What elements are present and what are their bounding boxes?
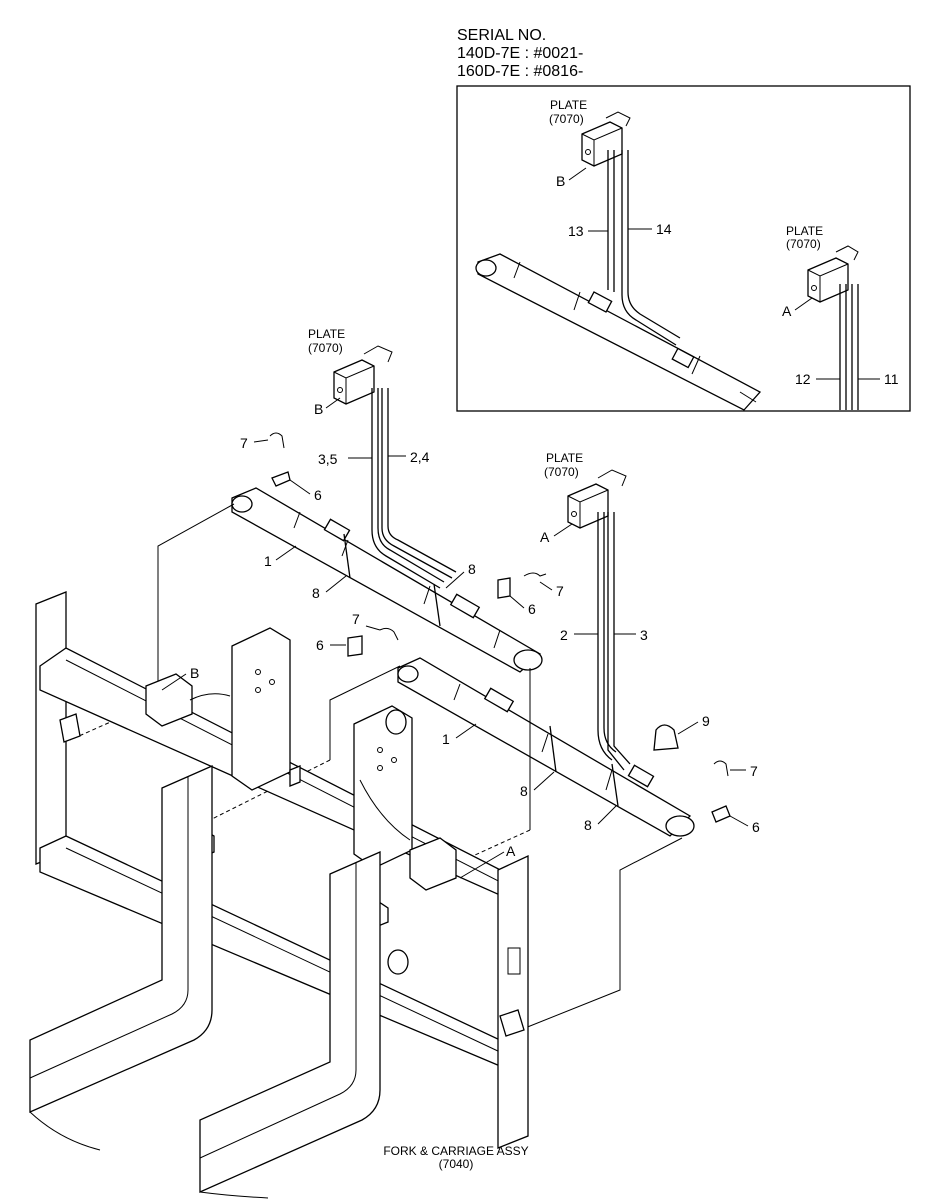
inset-plate-b-code: (7070): [549, 112, 584, 126]
serial-line-2: 160D-7E : #0816-: [457, 63, 583, 80]
callout-7-a: 7: [240, 435, 248, 451]
cotter-pin-7-c: [379, 627, 399, 641]
inset-callout-12: 12: [795, 371, 811, 387]
inset-hose-14: [621, 150, 677, 346]
plate-b: [333, 359, 375, 405]
serial-number-block: SERIAL NO. 140D-7E : #0021- 160D-7E : #0…: [457, 27, 583, 80]
assembly-caption: FORK & CARRIAGE ASSY (7040): [383, 1144, 528, 1171]
callout-8-b: 8: [468, 561, 476, 577]
detail-inset: PLATE (7070) B 13 14 PLATE (7070) A: [456, 85, 911, 412]
inset-callout-a: A: [782, 303, 792, 319]
clamp-8-c: [549, 725, 557, 773]
fork-right: [199, 851, 381, 1194]
inset-plate-b-label: PLATE: [550, 98, 587, 112]
inset-callout-13: 13: [568, 223, 584, 239]
callout-9: 9: [702, 713, 710, 729]
clamp-8-b: [433, 583, 441, 627]
callout-plate-a: A: [540, 529, 550, 545]
plate-a-code: (7070): [544, 465, 579, 479]
serial-title: SERIAL NO.: [457, 27, 546, 44]
inset-plate-a-label: PLATE: [786, 224, 823, 238]
callout-7-d: 7: [750, 763, 758, 779]
fork-carriage-frame: B A: [29, 591, 529, 1199]
fork-bracket-a: [409, 837, 457, 891]
callout-6-b: 6: [528, 601, 536, 617]
caption-line-2: (7040): [439, 1157, 474, 1171]
callout-1-b: 1: [442, 731, 450, 747]
inset-frame: [456, 85, 911, 412]
inset-plate-a-code: (7070): [786, 237, 821, 251]
cotter-pin-7-d: [713, 760, 729, 777]
plate-a-label: PLATE: [546, 451, 583, 465]
callout-fork-a: A: [506, 843, 516, 859]
clevis-pin-6-d: [711, 805, 731, 823]
hose-3-5: [371, 388, 441, 589]
clamp-8-a: [343, 533, 351, 579]
cotter-pin-7-b: [523, 572, 547, 577]
callout-7-b: 7: [556, 583, 564, 599]
callout-2: 2: [560, 627, 568, 643]
callout-6-d: 6: [752, 819, 760, 835]
inset-hose-12: [839, 284, 847, 410]
callout-6-c: 6: [316, 637, 324, 653]
plate-a: [567, 483, 609, 529]
callout-7-c: 7: [352, 611, 360, 627]
caption-line-1: FORK & CARRIAGE ASSY: [383, 1144, 528, 1158]
inset-cylinder: [477, 253, 762, 411]
callout-8-c: 8: [520, 783, 528, 799]
plate-b-label: PLATE: [308, 327, 345, 341]
inset-callout-11: 11: [884, 371, 899, 387]
callout-8-d: 8: [584, 817, 592, 833]
callout-3-5: 3,5: [318, 451, 338, 467]
cotter-pin-7-a: [269, 432, 285, 449]
lower-cylinder-assembly: PLATE (7070) A 2 3 7 6 1 9: [316, 451, 760, 837]
callout-3: 3: [640, 627, 648, 643]
serial-line-1: 140D-7E : #0021-: [457, 45, 583, 62]
inset-callout-b: B: [556, 173, 565, 189]
upper-cylinder-assembly: PLATE (7070) B 3,5 2,4 7 6 1: [231, 327, 564, 673]
back-plate-left: [231, 627, 291, 791]
hose-2: [597, 512, 613, 761]
hose-3: [607, 512, 625, 771]
fork-left: [29, 765, 213, 1113]
callout-1-a: 1: [264, 553, 272, 569]
callout-plate-b: B: [314, 401, 323, 417]
hose-2-4: [387, 388, 457, 573]
clevis-pin-6-a: [271, 471, 291, 487]
inset-plate-b: [581, 121, 623, 167]
clevis-pin-6-b: [497, 577, 511, 599]
callout-8-a: 8: [312, 585, 320, 601]
plate-b-code: (7070): [308, 341, 343, 355]
right-upright: [497, 854, 529, 1149]
fork-bracket-b: [145, 673, 193, 727]
cylinder-eye-lower: [397, 665, 419, 683]
inset-plate-b-fittings: [605, 111, 631, 127]
callout-2-4: 2,4: [410, 449, 430, 465]
callout-fork-b: B: [190, 665, 199, 681]
inset-hose-11: [851, 284, 859, 410]
callout-6-a: 6: [314, 487, 322, 503]
clevis-pin-6-c: [347, 635, 363, 657]
inset-callout-14: 14: [656, 221, 672, 237]
cylinder-eye-upper: [231, 495, 253, 513]
inset-plate-a: [807, 257, 849, 303]
clamp-9: [653, 724, 679, 751]
clamp-8-d: [611, 763, 619, 807]
